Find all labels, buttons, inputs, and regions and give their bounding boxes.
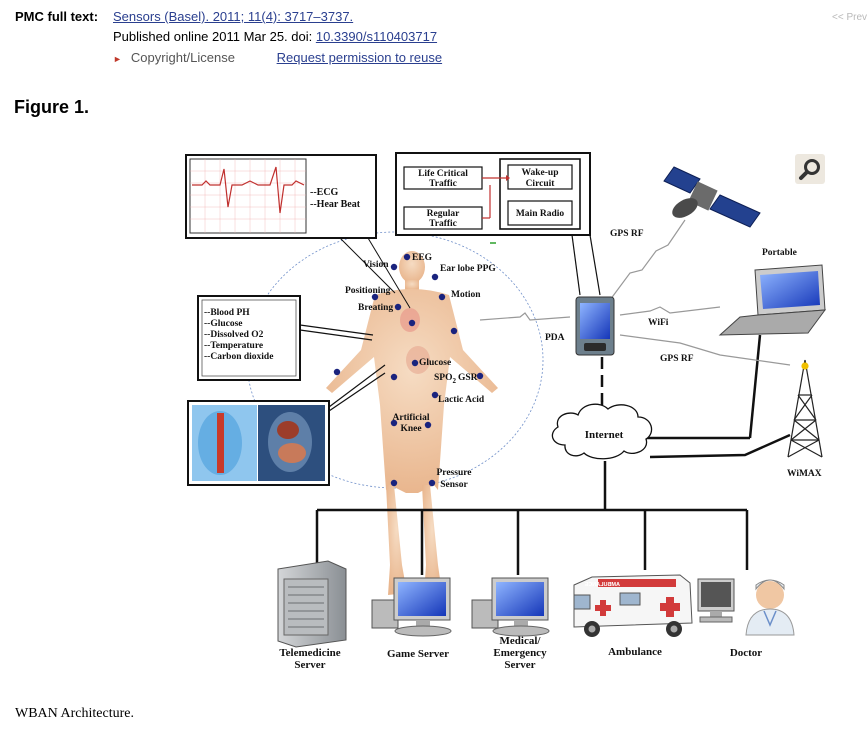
sensor-dots — [333, 253, 484, 487]
telemedicine-server-icon — [277, 560, 347, 648]
svg-text:Lactic Acid: Lactic Acid — [438, 395, 485, 405]
svg-text:WiFi: WiFi — [648, 318, 669, 328]
expand-triangle-icon[interactable]: ► — [113, 54, 122, 64]
human-body — [326, 251, 498, 595]
svg-text:Ear lobe PPG: Ear lobe PPG — [440, 264, 496, 274]
svg-text:--Temperature: --Temperature — [204, 341, 263, 351]
svg-text:Doctor: Doctor — [730, 647, 762, 659]
figure-caption: WBAN Architecture. — [15, 706, 134, 721]
traffic-pointer-2 — [589, 234, 601, 296]
svg-text:Server: Server — [504, 659, 535, 671]
svg-text:Internet: Internet — [585, 429, 624, 441]
svg-text:Game Server: Game Server — [387, 648, 449, 660]
svg-text:Main Radio: Main Radio — [516, 209, 565, 219]
svg-text:Positioning: Positioning — [345, 286, 391, 296]
svg-text:Emergency: Emergency — [493, 647, 547, 659]
svg-text:Life Critical: Life Critical — [418, 169, 468, 179]
ecg-pointer-2 — [367, 237, 411, 309]
permission-link[interactable]: Request permission to reuse — [276, 50, 443, 65]
svg-text:Portable: Portable — [762, 248, 797, 258]
pda-icon — [575, 296, 615, 356]
ecg-callout: --ECG --Hear Beat — [185, 154, 377, 239]
svg-text:--Glucose: --Glucose — [204, 319, 243, 329]
traffic-callout: Life Critical Traffic Regular Traffic Wa… — [395, 152, 591, 236]
svg-text:Sensor: Sensor — [440, 480, 468, 490]
svg-text:PDA: PDA — [545, 333, 565, 343]
svg-text:Traffic: Traffic — [429, 219, 457, 229]
doctor-icon — [697, 578, 795, 636]
svg-text:Server: Server — [294, 659, 325, 671]
svg-text:Medical/: Medical/ — [500, 635, 542, 647]
svg-text:Glucose: Glucose — [419, 358, 451, 368]
game-server-icon — [371, 577, 452, 637]
svg-text:Circuit: Circuit — [526, 179, 556, 189]
internet-cloud: Internet — [551, 403, 653, 460]
doi-link[interactable]: 10.3390/s110403717 — [315, 29, 438, 44]
svg-text:--Blood PH: --Blood PH — [204, 308, 250, 318]
svg-text:--ECG: --ECG — [310, 187, 339, 198]
internal-organs — [400, 308, 430, 374]
prev-link[interactable]: << Prev — [832, 12, 868, 23]
figure-title: Figure 1. — [14, 97, 90, 117]
svg-text:--Hear Beat: --Hear Beat — [310, 199, 361, 210]
svg-text:WiMAX: WiMAX — [787, 469, 822, 479]
medical-server-icon — [471, 577, 550, 637]
copyright-link[interactable]: Copyright/License — [130, 50, 235, 65]
published-text: Published online 2011 Mar 25. doi: — [113, 29, 316, 44]
svg-text:Breating: Breating — [358, 303, 393, 313]
svg-text:Ambulance: Ambulance — [608, 646, 662, 658]
ambulance-icon: AMBULANCE — [573, 574, 693, 637]
wimax-tower-icon — [787, 359, 823, 458]
svg-text:Vision: Vision — [363, 260, 389, 270]
svg-text:--Dissolved O2: --Dissolved O2 — [204, 330, 264, 340]
anatomy-image — [187, 400, 330, 486]
sensor-labels: Vision EEG Ear lobe PPG Positioning Brea… — [345, 253, 496, 490]
svg-text:Knee: Knee — [400, 424, 421, 434]
laptop-icon — [718, 264, 827, 336]
journal-link[interactable]: Sensors (Basel). 2011; 11(4): 3717–3737. — [113, 9, 354, 24]
traffic-pointer — [571, 234, 581, 296]
svg-text:Motion: Motion — [451, 290, 481, 300]
svg-text:Telemedicine: Telemedicine — [279, 647, 340, 659]
magnify-button[interactable] — [795, 154, 825, 184]
svg-text:GPS RF: GPS RF — [610, 229, 644, 239]
magnify-icon — [799, 159, 820, 180]
pmc-label: PMC full text: — [15, 9, 99, 24]
satellite-icon — [663, 166, 761, 228]
ecg-pointer — [339, 237, 396, 294]
blood-callout: --Blood PH --Glucose --Dissolved O2 --Te… — [197, 295, 301, 381]
svg-text:Wake-up: Wake-up — [522, 168, 559, 178]
svg-text:AMBULANCE: AMBULANCE — [584, 582, 620, 588]
wban-diagram: --ECG --Hear Beat Life Critical Traffic … — [185, 152, 827, 671]
svg-text:Pressure: Pressure — [436, 468, 471, 478]
svg-text:Traffic: Traffic — [429, 179, 457, 189]
svg-text:Artificial: Artificial — [393, 413, 430, 423]
svg-text:GPS RF: GPS RF — [660, 354, 694, 364]
svg-text:--Carbon dioxide: --Carbon dioxide — [204, 352, 273, 362]
svg-text:Regular: Regular — [427, 209, 461, 219]
svg-text:EEG: EEG — [412, 253, 433, 263]
